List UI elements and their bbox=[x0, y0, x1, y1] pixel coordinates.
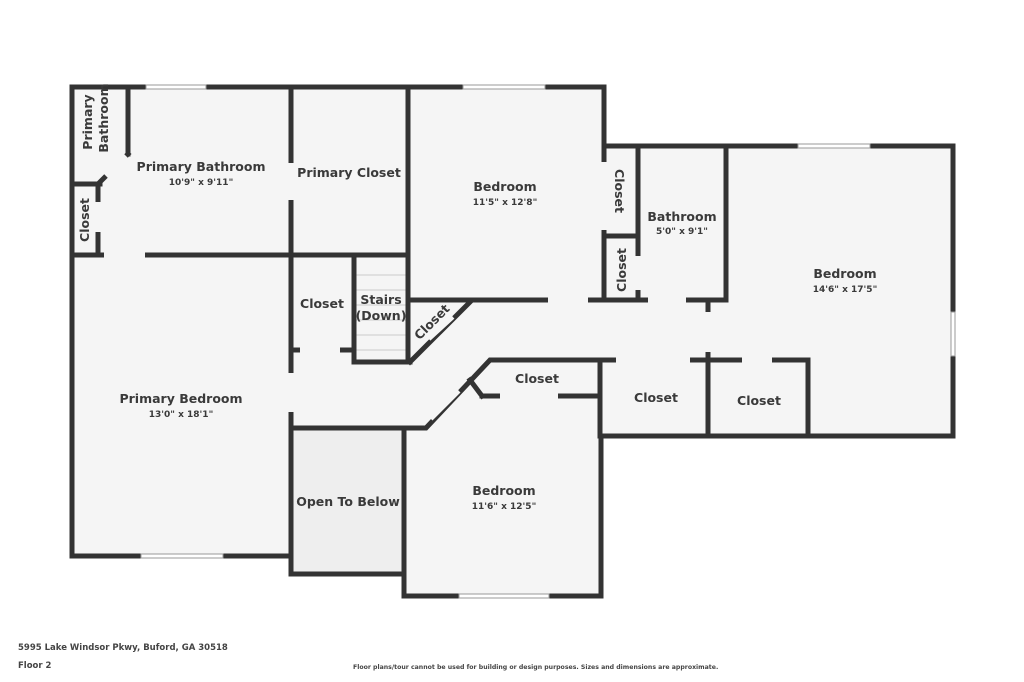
room-primary-bathroom-name: Primary Bathroom bbox=[137, 159, 266, 174]
disclaimer-text: Floor plans/tour cannot be used for buil… bbox=[353, 664, 719, 671]
room-closet-bed3: Closet bbox=[515, 371, 559, 386]
room-primary-closet-name: Primary Closet bbox=[297, 165, 401, 180]
room-bedroom-1-dim: 11'5" x 12'8" bbox=[473, 198, 538, 208]
room-closet-bed1-upper: Closet bbox=[612, 169, 627, 213]
room-primary-bathroom-small-line2: Bathroom bbox=[96, 83, 111, 152]
room-closet-bed1-lower: Closet bbox=[614, 248, 629, 292]
room-closet-primary-bath: Closet bbox=[77, 198, 92, 242]
stairs-treads bbox=[356, 274, 406, 351]
room-primary-bathroom-dim: 10'9" x 9'11" bbox=[169, 178, 234, 188]
room-closet-bed2: Closet bbox=[737, 393, 781, 408]
windows bbox=[140, 84, 956, 599]
room-primary-bedroom-dim: 13'0" x 18'1" bbox=[149, 410, 214, 420]
room-stairs-line1: Stairs bbox=[360, 292, 401, 307]
floor-label: Floor 2 bbox=[18, 661, 52, 671]
room-closet-mid: Closet bbox=[634, 390, 678, 405]
room-bedroom-3-name: Bedroom bbox=[472, 483, 535, 498]
room-stairs-line2: (Down) bbox=[356, 308, 407, 323]
room-primary-bathroom-small-line1: Primary bbox=[80, 94, 95, 149]
room-bathroom-dim: 5'0" x 9'1" bbox=[656, 227, 708, 237]
room-bedroom-2-name: Bedroom bbox=[813, 266, 876, 281]
room-bedroom-1-name: Bedroom bbox=[473, 179, 536, 194]
room-bedroom-3-dim: 11'6" x 12'5" bbox=[472, 502, 537, 512]
room-closet-hall: Closet bbox=[300, 296, 344, 311]
room-bedroom-2-dim: 14'6" x 17'5" bbox=[813, 285, 878, 295]
room-bathroom-name: Bathroom bbox=[647, 209, 716, 224]
room-primary-bedroom-name: Primary Bedroom bbox=[119, 391, 242, 406]
room-open-to-below: Open To Below bbox=[296, 494, 400, 509]
door-openings bbox=[94, 153, 772, 421]
address-label: 5995 Lake Windsor Pkwy, Buford, GA 30518 bbox=[18, 643, 228, 653]
